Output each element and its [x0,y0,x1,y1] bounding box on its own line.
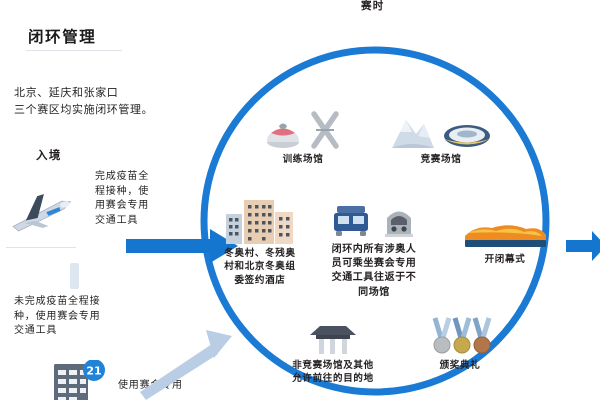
non-competition-venues-icons [272,320,394,356]
bus-icon [334,206,368,236]
ceremonies-caption: 开闭幕式 [484,254,526,265]
arrow-diagonal-up-right [140,330,232,400]
node-training-venues: 训练场馆 [258,104,348,166]
unvaccinated-route-text: 未完成疫苗全程接 种，使用赛会专用 交通工具 [14,296,101,336]
ceremonies-icons [452,216,558,250]
crossed-skis-icon [311,111,339,149]
hotel-21-days-icon: 21 [54,360,105,400]
node-ceremonies: 开闭幕式 [452,216,558,266]
buildings-icon [226,200,293,244]
node-medal-ceremony: 颁奖典礼 [410,317,510,372]
quarantine-days-badge: 21 [86,365,101,378]
node-non-competition-venues: 非竞赛场馆及其他 允许前往的目的地 [272,320,394,386]
node-olympic-villages: 冬奥村、冬残奥 村和北京冬奥组 委签约酒店 [212,196,308,287]
arrow-right-into-circle [126,229,238,263]
arrow-right-out-of-circle [566,231,600,261]
center-note-text: 闭环内所有涉奥人 员可乘坐赛会专用 交通工具往返于不 同场馆 [331,244,417,298]
ski-slope-icon [392,120,434,148]
olympic-villages-icons [212,196,308,244]
center-transport-note: 闭环内所有涉奥人 员可乘坐赛会专用 交通工具往返于不 同场馆 [318,196,430,300]
closed-loop-circle [200,46,550,396]
flow-divider-tick [70,263,79,289]
entry-label: 入境 [36,148,62,162]
medal-ceremony-icons [410,317,510,356]
non-competition-venues-caption: 非竞赛场馆及其他 允许前往的目的地 [292,360,374,385]
vaccinated-route-text: 完成疫苗全 程接种，使 用赛会专用 交通工具 [95,171,149,226]
airplane-baseline [6,247,76,248]
medals-icon [432,317,492,354]
pavilion-icon [310,326,356,354]
skating-oval-icon [444,125,490,147]
node-competition-venues: 竞赛场馆 [386,104,496,166]
training-venues-caption: 训练场馆 [282,154,324,165]
page-subtitle: 北京、延庆和张家口 三个赛区均实施闭环管理。 [14,86,154,116]
games-time-label: 赛时 [361,0,385,12]
center-note-icons [318,196,430,240]
olympic-villages-caption: 冬奥村、冬残奥 村和北京冬奥组 委签约酒店 [224,248,296,286]
train-icon [385,211,413,237]
page-title: 闭环管理 [28,28,97,46]
training-venues-icons [258,104,348,150]
stadium-flame-icon [465,225,546,247]
medal-ceremony-caption: 颁奖典礼 [439,360,481,371]
title-underline [26,50,122,51]
competition-venues-icons [386,104,496,150]
competition-venues-caption: 竞赛场馆 [420,154,462,165]
curling-stone-icon [267,123,299,148]
airplane-icon [12,194,72,232]
